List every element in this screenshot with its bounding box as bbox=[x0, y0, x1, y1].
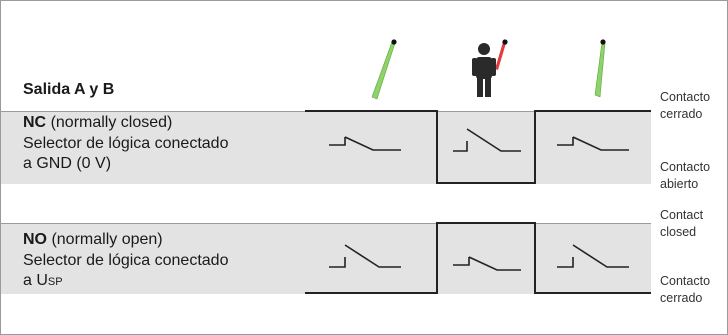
no-line-2: Selector de lógica conectado bbox=[23, 251, 229, 269]
light-beam-icon bbox=[371, 39, 397, 100]
no-code: NO bbox=[23, 231, 47, 248]
diagram-heading: Salida A y B bbox=[23, 81, 115, 98]
person-icon bbox=[472, 43, 496, 97]
switch-open-icon bbox=[329, 136, 401, 151]
nc-mode: (normally closed) bbox=[50, 114, 173, 131]
switch-closed-icon bbox=[329, 244, 401, 268]
switch-open-icon bbox=[557, 136, 629, 151]
switch-open-icon bbox=[453, 256, 521, 271]
switch-closed-icon bbox=[453, 128, 521, 152]
nc-signal-line bbox=[305, 110, 651, 184]
no-line-3: a USP bbox=[23, 272, 63, 289]
nc-code: NC bbox=[23, 114, 47, 131]
nc-line-2: Selector de lógica conectado bbox=[23, 134, 229, 152]
no-signal-line bbox=[305, 222, 651, 294]
interrupted-beam-icon bbox=[495, 39, 508, 70]
nc-line-1: NC (normally closed) bbox=[23, 113, 228, 134]
nc-description: NC (normally closed) Selector de lógica … bbox=[23, 113, 228, 175]
light-beam-icon bbox=[594, 39, 606, 98]
nc-line-3: a GND (0 V) bbox=[23, 155, 112, 172]
usp-subscript: SP bbox=[47, 276, 63, 288]
no-mode: (normally open) bbox=[51, 231, 163, 248]
no-description: NO (normally open) Selector de lógica co… bbox=[23, 230, 228, 293]
no-line-1: NO (normally open) bbox=[23, 230, 228, 251]
no-row-panel bbox=[1, 223, 651, 294]
switch-closed-icon bbox=[557, 244, 629, 268]
